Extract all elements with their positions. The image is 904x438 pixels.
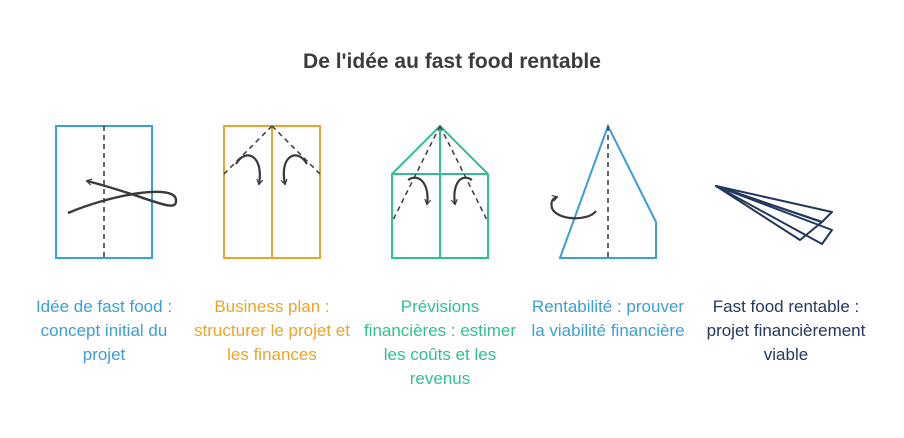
step-label-4: Rentabilité : prouver la viabilité finan…: [531, 297, 685, 340]
step-label-1: Idée de fast food : concept initial du p…: [35, 297, 173, 364]
diagram-title: De l'idée au fast food rentable: [303, 50, 601, 73]
folding-paper-step-1-icon: [55, 125, 178, 259]
folding-paper-step-3-icon: [391, 124, 489, 259]
folding-paper-step-4-icon: [550, 123, 657, 259]
step-label-3: Prévisions financières : estimer les coû…: [363, 297, 517, 388]
folding-paper-step-2-icon: [223, 125, 321, 259]
step-label-2: Business plan : structurer le projet et …: [194, 297, 350, 364]
paper-plane-icon: [715, 185, 833, 245]
step-label-5: Fast food rentable : projet financièreme…: [706, 297, 866, 364]
